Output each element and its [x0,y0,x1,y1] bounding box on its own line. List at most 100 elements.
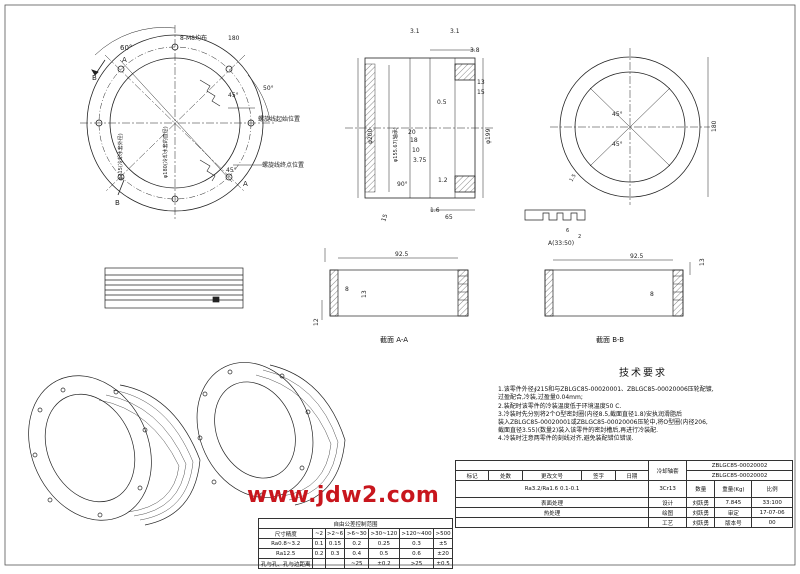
tolerance-table: 自由公差控制范围 尺寸精度 ~2 >2~6 >6~30 >30~120 >120… [257,518,453,569]
tb-blank2 [454,517,650,528]
sec-d199: φ199 [485,128,492,144]
sec-d18: 18 [410,137,418,144]
sec-d12: 1.2 [438,177,448,184]
tol-cell: ±0.2 [368,558,400,569]
sec-d31b: 3.1 [450,28,460,35]
caption-aa: 截面 A-A [380,336,409,344]
tol-cell: 0.5 [368,548,400,559]
tb-row-name: 绘图 [648,507,688,518]
tb-person: 刘跃勇 [686,517,716,528]
right-detail-label: A(33:50) [548,240,574,247]
bb-dim-13: 13 [699,258,706,266]
tb-blank [454,460,650,471]
tb-role-date: 17-07-06 [751,507,793,518]
tb-qty-label: 数量 [686,480,716,498]
tb-header: 标记 [454,470,490,481]
front-dim-180: 180 [228,35,240,42]
tol-cell: 0.4 [344,548,370,559]
technical-requirements: 技术要求 1.该零件外径∮215和与ZBLGC85-00020001、ZBLGC… [498,368,788,444]
tol-cell [324,558,346,569]
sec-d20: 20 [408,129,416,136]
section-view [345,49,495,211]
right-dim-180: 180 [711,120,718,132]
sec-d90: 90° [397,181,408,188]
tb-roughness: Ra3.2/Ra1.6 0.1-0.1 [454,480,650,498]
tb-person: 刘跃勇 [686,507,716,518]
tol-cell: Ra12.5 [257,548,314,559]
front-label-a-top: A [122,56,127,64]
requirement-line: 过盈配合,冷装,过盈量0.04mm; [498,394,583,402]
tb-weight: 7.845 [714,497,753,508]
front-angle-50: 50° [263,85,274,92]
tol-cell: 孔与孔、孔与边距离 [257,558,314,569]
tb-sheet: 00 [751,517,793,528]
right-dim-15: 1.5 [569,173,578,183]
tol-cell: Ra0.8~3.2 [257,538,314,549]
right-d2: 2 [578,234,581,240]
watermark: www.jdw2.com [247,483,440,508]
tb-part-no: ZBLGC85-00020002 [686,460,793,471]
sec-d31: 3.1 [410,28,420,35]
sec-d15: 15 [477,89,485,96]
front-dim-pitch: φ180(冷却水套的直径) [162,126,169,178]
front-note-exit: 螺旋线起始位置 [258,115,300,123]
tb-part-name-cell: 冷却轴套 [648,460,688,481]
requirement-line: 1.该零件外径∮215和与ZBLGC85-00020001、ZBLGC85-00… [498,386,714,394]
sec-d13: 13 [477,79,485,86]
right-view [524,48,710,221]
tol-cell: ~2 [312,528,326,539]
aa-dim-12: 12 [313,318,320,326]
requirement-line: 截面直径3.55)(数量2)装入该零件的密封槽后,再进行冷装配. [498,427,659,435]
right-angle-45a: 45° [612,111,623,118]
tb-part-name: 冷却轴套 [656,468,679,475]
aa-dim-8: 8 [345,286,349,293]
bb-dim-925: 92.5 [630,253,644,260]
iso-view-left [28,375,201,526]
front-angle-60: 60° [120,44,132,52]
sec-d65: 65 [445,214,453,221]
tol-cell: ±5 [433,538,453,549]
tol-cell: 0.2 [312,548,326,559]
front-view [80,25,275,220]
caption-bb: 截面 B-B [596,336,625,344]
requirement-line: 4.冷装时注意两零件的刻线对齐,避免装配错位错误. [498,435,634,443]
tb-header: 签字 [581,470,616,481]
requirements-title: 技术要求 [619,368,667,379]
aa-dim-13: 13 [361,290,368,298]
front-holes-note: 8-M8均布 [180,34,207,42]
requirement-line: 2.装配时该零件的冷装温度低于环境温度50 C. [498,402,622,410]
tol-cell: >25 [398,558,435,569]
tb-header: 处数 [488,470,523,481]
section-bb [544,259,691,317]
sec-d10: 10 [412,147,420,154]
iso-view-right [196,362,346,506]
requirement-line: 装入ZBLGC85-00020001或ZBLGC85-00020006压轮中,将… [498,419,708,427]
tol-cell: 0.3 [398,538,435,549]
sec-d38: 3.8 [470,47,480,54]
tol-cell: 0.1 [312,538,326,549]
front-label-b-top: B [92,74,97,82]
bb-dim-8: 8 [650,291,654,298]
tb-material: 3Cr13 [648,480,688,498]
tb-row-name: 工艺 [648,517,688,528]
requirement-line: 3.冷装时先分别将2个O型密封圈(内径8.5,截面直径1.8)安执润滑脂后 [498,410,682,418]
right-angle-45b: 45° [612,141,623,148]
tol-cell: ~25 [344,558,370,569]
front-angle-45a: 45° [228,92,239,99]
tb-roughness-value: Ra3.2/Ra1.6 [524,486,559,492]
tol-cell [312,558,326,569]
sec-d200: φ200 [367,128,374,144]
tol-cell: >500 [433,528,453,539]
tb-person: 刘跃勇 [686,497,716,508]
tb-header: 日期 [614,470,650,481]
tol-cell: >120~400 [398,528,435,539]
front-label-a-bottom: A [243,180,248,188]
tb-heat: 热处理 [454,507,650,518]
sec-d15b: 15 [380,213,389,223]
tol-cell: 0.3 [324,548,346,559]
tb-weight-label: 重量(Kg) [714,480,753,498]
tb-header: 更改文号 [521,470,583,481]
sec-d05: 0.5 [437,99,447,106]
tol-cell: ±0.5 [433,558,453,569]
tol-cell: >6~30 [344,528,370,539]
